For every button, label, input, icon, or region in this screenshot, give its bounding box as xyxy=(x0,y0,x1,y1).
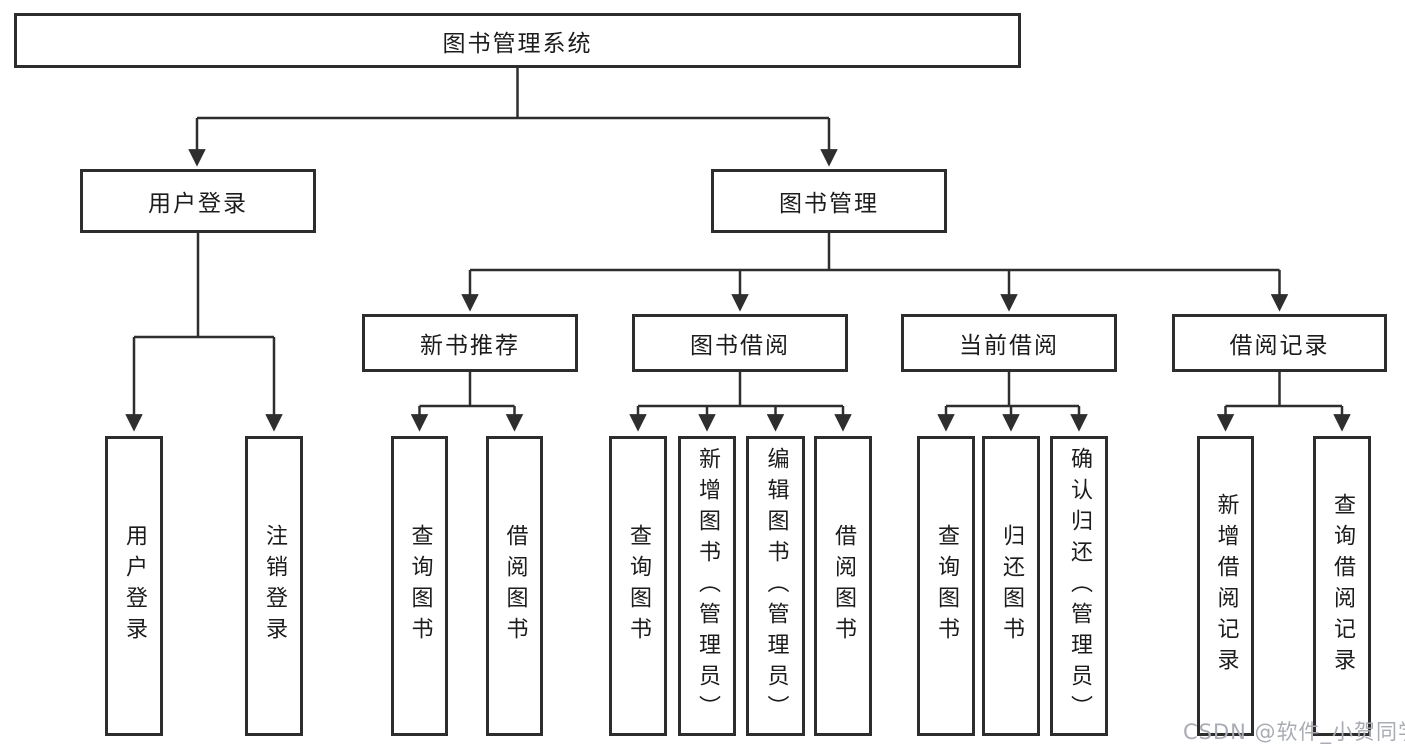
node-current-borrowing: 当前借阅 xyxy=(901,314,1117,372)
node-root-system: 图书管理系统 xyxy=(14,13,1021,68)
leaf-query-books: 查询图书 xyxy=(609,436,667,736)
node-book-borrowing: 图书借阅 xyxy=(632,314,848,372)
leaf-query-books: 查询图书 xyxy=(917,436,975,736)
leaf-borrow-books: 借阅图书 xyxy=(486,436,543,736)
leaf-query-books: 查询图书 xyxy=(391,436,448,736)
node-user-login: 用户登录 xyxy=(80,169,316,233)
leaf-logout: 注销登录 xyxy=(245,436,303,736)
leaf-borrow-books: 借阅图书 xyxy=(814,436,872,736)
node-new-book-recommendation: 新书推荐 xyxy=(362,314,578,372)
leaf-user-login: 用户登录 xyxy=(105,436,163,736)
leaf-return-books: 归还图书 xyxy=(982,436,1040,736)
leaf-add-borrow-record: 新增借阅记录 xyxy=(1197,436,1254,736)
leaf-query-borrow-record: 查询借阅记录 xyxy=(1313,436,1371,736)
leaf-edit-book-admin: 编辑图书（管理员） xyxy=(746,436,805,736)
watermark: CSDN @软件_小贺同学 xyxy=(1183,720,1405,744)
leaf-confirm-return-admin: 确认归还（管理员） xyxy=(1050,436,1108,736)
node-book-management: 图书管理 xyxy=(711,169,947,233)
leaf-add-book-admin: 新增图书（管理员） xyxy=(678,436,736,736)
node-borrowing-records: 借阅记录 xyxy=(1172,314,1387,372)
